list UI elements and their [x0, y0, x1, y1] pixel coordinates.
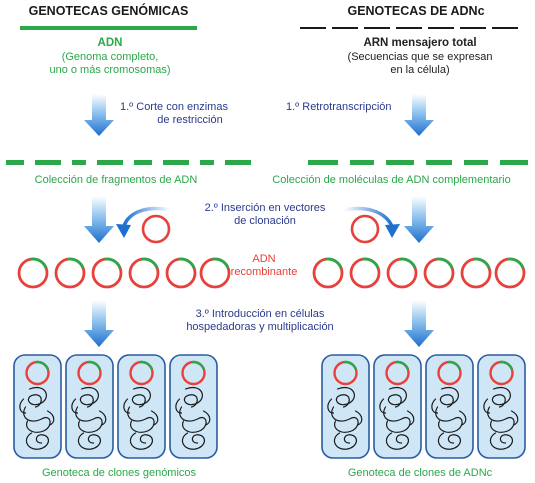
bacterial-chromosome [123, 387, 159, 450]
cloning-vector-plasmid [141, 214, 171, 244]
arrow-down-icon [404, 196, 434, 243]
recombinant-plasmid [312, 257, 344, 289]
cloning-vector-plasmid [350, 214, 380, 244]
arrow-down-icon [84, 196, 114, 243]
host-cell [321, 354, 370, 459]
recombinant-plasmid [91, 257, 123, 289]
host-cell [425, 354, 474, 459]
recombinant-plasmid [489, 360, 514, 386]
cdna-header-dashes [300, 27, 518, 29]
recombinant-plasmid [181, 360, 206, 386]
bacterial-chromosome [483, 387, 519, 450]
host-cells-left [13, 354, 218, 459]
bacterial-chromosome [379, 387, 415, 450]
cdna-library-label: Genoteca de clones de ADNc [347, 467, 493, 479]
arrow-down-icon [404, 300, 434, 347]
arrow-down-icon [404, 94, 434, 136]
host-cells-right [321, 354, 526, 459]
recombinant-plasmid [129, 360, 154, 386]
bacterial-chromosome [175, 387, 211, 450]
recombinant-plasmid [494, 257, 526, 289]
step2-label-line1: 2.º Inserción en vectores [204, 202, 326, 214]
host-cell [117, 354, 166, 459]
recombinant-plasmid [437, 360, 462, 386]
host-cell [65, 354, 114, 459]
recombinant-plasmid [25, 360, 50, 386]
step2-label-line2: de clonación [234, 215, 296, 227]
cdna-header: GENOTECAS DE ADNc [347, 4, 485, 18]
step3-label-line1: 3.º Introducción en células [195, 308, 325, 320]
dna-fragments [6, 160, 251, 165]
recombinant-plasmid [17, 257, 49, 289]
recombinant-plasmid [423, 257, 455, 289]
recombinant-plasmids-right [312, 257, 526, 289]
recombinant-plasmid [385, 360, 410, 386]
step1-right-label: 1.º Retrotranscripción [286, 101, 392, 113]
genomic-header: GENOTECAS GENÓMICAS [28, 4, 189, 18]
recombinant-plasmid [460, 257, 492, 289]
bacterial-chromosome [19, 387, 55, 450]
host-cell [373, 354, 422, 459]
genomic-library-label: Genoteca de clones genómicos [41, 467, 197, 479]
dna-source-desc-line2: uno o más cromosomas) [49, 64, 171, 76]
recombinant-plasmid [386, 257, 418, 289]
bacterial-chromosome [327, 387, 363, 450]
recombinant-plasmid [54, 257, 86, 289]
recombinant-plasmid [333, 360, 358, 386]
recombinant-plasmids-left [17, 257, 231, 289]
curved-arrow-icon [343, 206, 400, 238]
recombinant-label-line1: ADN [252, 253, 276, 265]
recombinant-label-line2: recombinante [230, 266, 298, 278]
dna-fragments-label: Colección de fragmentos de ADN [34, 174, 198, 186]
mrna-source-title: ARN mensajero total [363, 37, 477, 49]
cdna-molecules [308, 160, 528, 165]
mrna-source-desc-line1: (Secuencias que se expresan [347, 51, 493, 63]
dna-source-desc-line1: (Genoma completo, [61, 51, 159, 63]
recombinant-plasmid [165, 257, 197, 289]
dna-source-title: ADN [97, 37, 123, 49]
host-cell [477, 354, 526, 459]
arrow-down-icon [84, 94, 114, 136]
step1-left-label-line2: de restricción [157, 114, 223, 126]
host-cell [169, 354, 218, 459]
cdna-molecules-label: Colección de moléculas de ADN complement… [272, 174, 511, 186]
step3-label-line2: hospedadoras y multiplicación [186, 321, 334, 333]
step1-left-label-line1: 1.º Corte con enzimas [120, 101, 228, 113]
genomic-header-bar [20, 26, 197, 30]
recombinant-plasmid [77, 360, 102, 386]
recombinant-plasmid [199, 257, 231, 289]
arrow-down-icon [84, 300, 114, 347]
host-cell [13, 354, 62, 459]
bacterial-chromosome [431, 387, 467, 450]
recombinant-plasmid [349, 257, 381, 289]
mrna-source-desc-line2: en la célula) [390, 64, 450, 76]
recombinant-plasmid [128, 257, 160, 289]
curved-arrow-icon [116, 206, 171, 238]
bacterial-chromosome [71, 387, 107, 450]
